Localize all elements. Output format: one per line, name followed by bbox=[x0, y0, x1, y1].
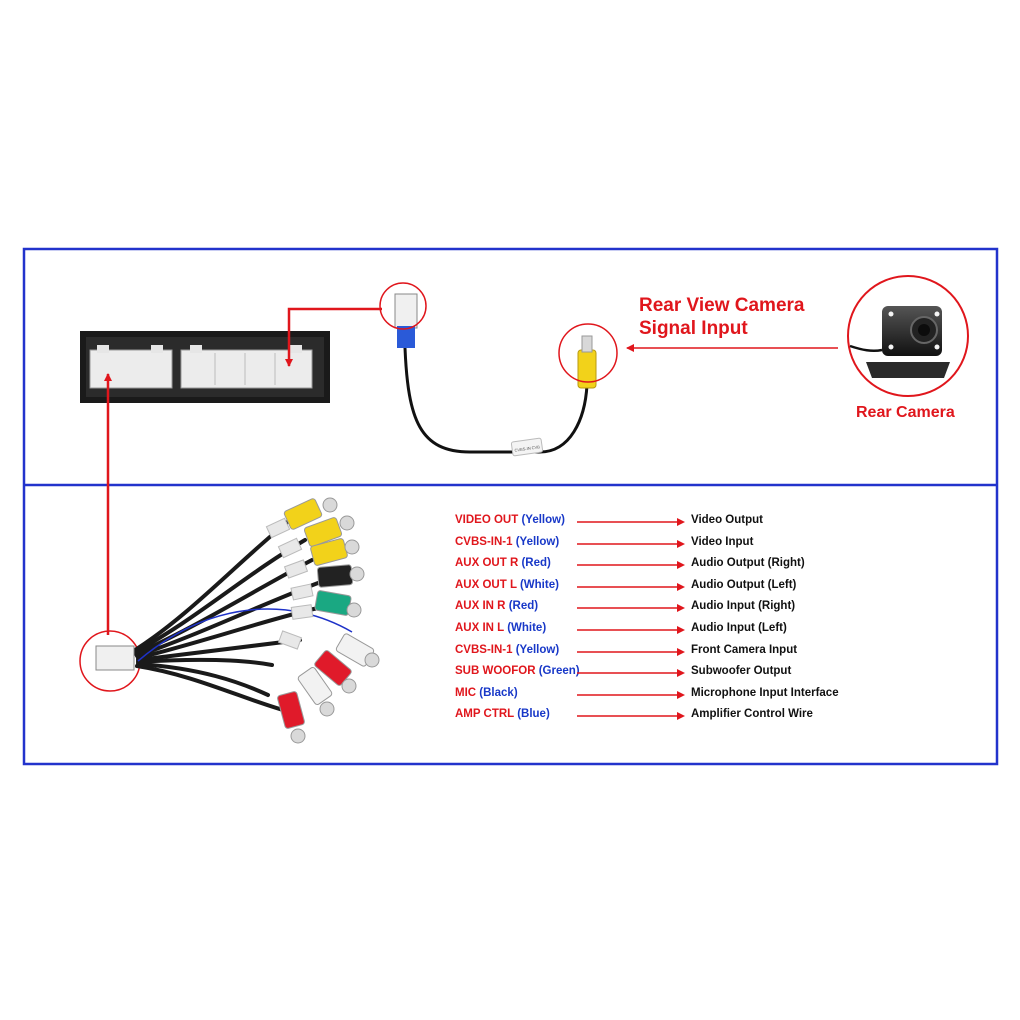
row-arrow-icon bbox=[577, 604, 685, 613]
wire-name: AMP CTRL bbox=[455, 708, 514, 721]
wire-color: (Yellow) bbox=[521, 514, 565, 526]
wiring-row: AUX IN L (White) Audio Input (Left) bbox=[455, 622, 875, 644]
wiring-legend: VIDEO OUT (Yellow) Video Output CVBS-IN-1… bbox=[455, 514, 875, 730]
wiring-row: CVBS-IN-1 (Yellow) Video Input bbox=[455, 536, 875, 558]
wire-function: Audio Input (Right) bbox=[691, 600, 796, 613]
rca-harness bbox=[95, 497, 380, 744]
highlight-circle-rca-jack bbox=[558, 323, 618, 383]
wire-color: (Yellow) bbox=[515, 535, 560, 548]
wire-name: AUX IN L bbox=[455, 621, 504, 634]
rear-camera-icon bbox=[847, 275, 969, 397]
row-arrow-icon bbox=[577, 647, 685, 656]
arrow-camera-plug-to-unit bbox=[285, 307, 382, 367]
row-arrow-icon bbox=[577, 712, 685, 721]
wire-name: AUX OUT L bbox=[455, 578, 517, 591]
row-arrow-icon bbox=[577, 669, 685, 678]
head-unit-connector bbox=[80, 331, 330, 403]
wire-name: CVBS-IN-1 bbox=[455, 643, 513, 656]
signal-title-line2: Signal Input bbox=[639, 318, 748, 339]
wiring-row: CVBS-IN-1 (Yellow) Front Camera Input bbox=[455, 644, 875, 666]
wire-color: (Black) bbox=[479, 686, 518, 699]
wire-color: (Green) bbox=[538, 665, 580, 678]
wiring-row: AUX IN R (Red) Audio Input (Right) bbox=[455, 600, 875, 622]
wiring-row: MIC (Black) Microphone Input Interface bbox=[455, 687, 875, 709]
wiring-row: AMP CTRL (Blue) Amplifier Control Wire bbox=[455, 708, 875, 730]
wire-function: Microphone Input Interface bbox=[691, 686, 839, 699]
wire-function: Audio Output (Left) bbox=[691, 578, 797, 591]
wire-function: Audio Output (Right) bbox=[691, 557, 805, 570]
wire-function: Subwoofer Output bbox=[691, 665, 792, 678]
wire-name: AUX OUT R bbox=[455, 557, 519, 570]
wiring-row: AUX OUT R (Red) Audio Output (Right) bbox=[455, 557, 875, 579]
row-arrow-icon bbox=[577, 582, 685, 591]
wiring-row: AUX OUT L (White) Audio Output (Left) bbox=[455, 579, 875, 601]
row-arrow-icon bbox=[577, 625, 685, 634]
wiring-row: SUB WOOFOR (Green) Subwoofer Output bbox=[455, 665, 875, 687]
row-arrow-icon bbox=[577, 561, 685, 570]
wire-function: Audio Input (Left) bbox=[691, 621, 787, 634]
wire-function: Front Camera Input bbox=[691, 643, 798, 656]
wire-name: CVBS-IN-1 bbox=[455, 535, 513, 548]
cable-tag-text: CVBS-IN CVB bbox=[514, 444, 540, 453]
wire-function: Video Output bbox=[691, 514, 763, 526]
wire-color: (White) bbox=[507, 621, 547, 634]
row-arrow-icon bbox=[577, 690, 685, 699]
wire-function: Amplifier Control Wire bbox=[691, 708, 813, 721]
row-arrow-icon bbox=[577, 539, 685, 548]
wire-color: (Yellow) bbox=[515, 643, 560, 656]
wire-name: VIDEO OUT bbox=[455, 514, 519, 526]
wire-name: MIC bbox=[455, 686, 477, 699]
row-arrow-icon bbox=[577, 518, 685, 526]
wire-color: (White) bbox=[519, 578, 559, 591]
wire-name: SUB WOOFOR bbox=[455, 665, 536, 678]
outer-frame bbox=[22, 247, 999, 766]
signal-title-line1: Rear View Camera bbox=[639, 295, 805, 316]
camera-adapter-cable: CVBS-IN CVB bbox=[394, 293, 597, 457]
wire-name: AUX IN R bbox=[455, 600, 506, 613]
wiring-row: VIDEO OUT (Yellow) Video Output bbox=[455, 514, 875, 536]
rear-camera-label: Rear Camera bbox=[856, 404, 955, 421]
rear-view-camera-signal-title: Rear View Camera Signal Input bbox=[639, 294, 804, 340]
wire-function: Video Input bbox=[691, 535, 754, 548]
wire-color: (Red) bbox=[508, 600, 539, 613]
wire-color: (Blue) bbox=[517, 708, 550, 721]
wire-color: (Red) bbox=[521, 557, 551, 570]
highlight-circle-camera-plug bbox=[379, 282, 427, 330]
